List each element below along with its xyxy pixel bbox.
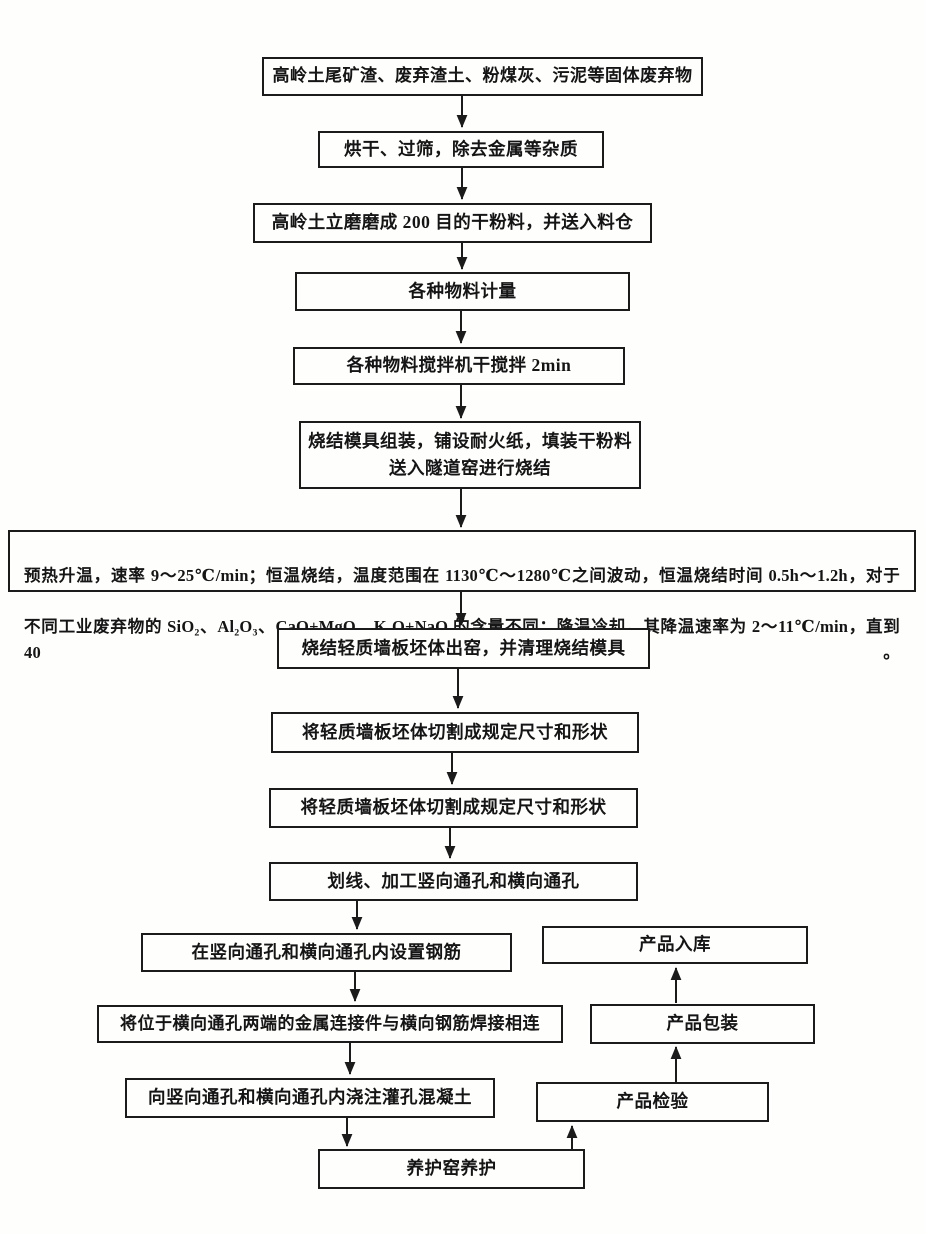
flow-node-scribing-holes: 划线、加工竖向通孔和横向通孔 (269, 862, 638, 901)
flow-node-metering-label: 各种物料计量 (408, 280, 517, 301)
flow-node-curing: 养护窑养护 (318, 1149, 585, 1189)
flow-node-mold-assembly-label: 烧结模具组装，铺设耐火纸，填装干粉料 送入隧道窑进行烧结 (308, 430, 632, 478)
flow-node-sintering-profile-line1: 预热升温，速率 9～25℃/min；恒温烧结，温度范围在 1130℃～1280℃… (24, 565, 900, 585)
flow-node-out-of-kiln: 烧结轻质墙板坯体出窑，并清理烧结模具 (277, 628, 650, 669)
flow-node-grinding: 高岭土立磨磨成 200 目的干粉料，并送入料仓 (253, 203, 652, 243)
flow-node-drying-sieving-label: 烘干、过筛，除去金属等杂质 (344, 138, 578, 159)
flow-node-warehousing-label: 产品入库 (639, 934, 711, 955)
flow-node-cutting-1: 将轻质墙板坯体切割成规定尺寸和形状 (271, 712, 639, 753)
flow-node-grinding-label: 高岭土立磨磨成 200 目的干粉料，并送入料仓 (271, 212, 634, 233)
flow-node-curing-label: 养护窑养护 (406, 1158, 497, 1179)
flow-node-sintering-profile: 预热升温，速率 9～25℃/min；恒温烧结，温度范围在 1130℃～1280℃… (8, 530, 916, 662)
flow-node-packaging: 产品包装 (590, 1004, 815, 1044)
flow-node-warehousing: 产品入库 (542, 926, 808, 964)
flow-node-raw-materials-label: 高岭土尾矿渣、废弃渣土、粉煤灰、污泥等固体废弃物 (272, 66, 693, 86)
flow-node-dry-mixing: 各种物料搅拌机干搅拌 2min (293, 347, 625, 385)
flow-node-scribing-holes-label: 划线、加工竖向通孔和横向通孔 (327, 870, 580, 891)
flow-node-metering: 各种物料计量 (295, 272, 630, 311)
flow-node-mold-assembly: 烧结模具组装，铺设耐火纸，填装干粉料 送入隧道窑进行烧结 (299, 421, 641, 489)
flow-node-welding-connectors-label: 将位于横向通孔两端的金属连接件与横向钢筋焊接相连 (120, 1013, 540, 1033)
flow-node-dry-mixing-label: 各种物料搅拌机干搅拌 2min (346, 355, 572, 376)
flow-node-rebar-placement-label: 在竖向通孔和横向通孔内设置钢筋 (191, 941, 462, 962)
flow-node-cutting-2-label: 将轻质墙板坯体切割成规定尺寸和形状 (300, 797, 607, 818)
flow-node-out-of-kiln-label: 烧结轻质墙板坯体出窑，并清理烧结模具 (301, 637, 626, 658)
flow-node-inspection: 产品检验 (536, 1082, 769, 1122)
flow-node-concrete-pouring-label: 向竖向通孔和横向通孔内浇注灌孔混凝土 (148, 1087, 472, 1108)
flow-node-inspection-label: 产品检验 (616, 1091, 689, 1112)
flow-node-drying-sieving: 烘干、过筛，除去金属等杂质 (318, 131, 604, 168)
flow-node-cutting-1-label: 将轻质墙板坯体切割成规定尺寸和形状 (302, 721, 608, 742)
flow-node-cutting-2: 将轻质墙板坯体切割成规定尺寸和形状 (269, 788, 638, 828)
flow-node-welding-connectors: 将位于横向通孔两端的金属连接件与横向钢筋焊接相连 (97, 1005, 563, 1043)
flow-node-rebar-placement: 在竖向通孔和横向通孔内设置钢筋 (141, 933, 512, 972)
flow-node-concrete-pouring: 向竖向通孔和横向通孔内浇注灌孔混凝土 (125, 1078, 495, 1118)
flow-node-packaging-label: 产品包装 (666, 1013, 739, 1034)
flow-node-raw-materials: 高岭土尾矿渣、废弃渣土、粉煤灰、污泥等固体废弃物 (262, 57, 703, 96)
